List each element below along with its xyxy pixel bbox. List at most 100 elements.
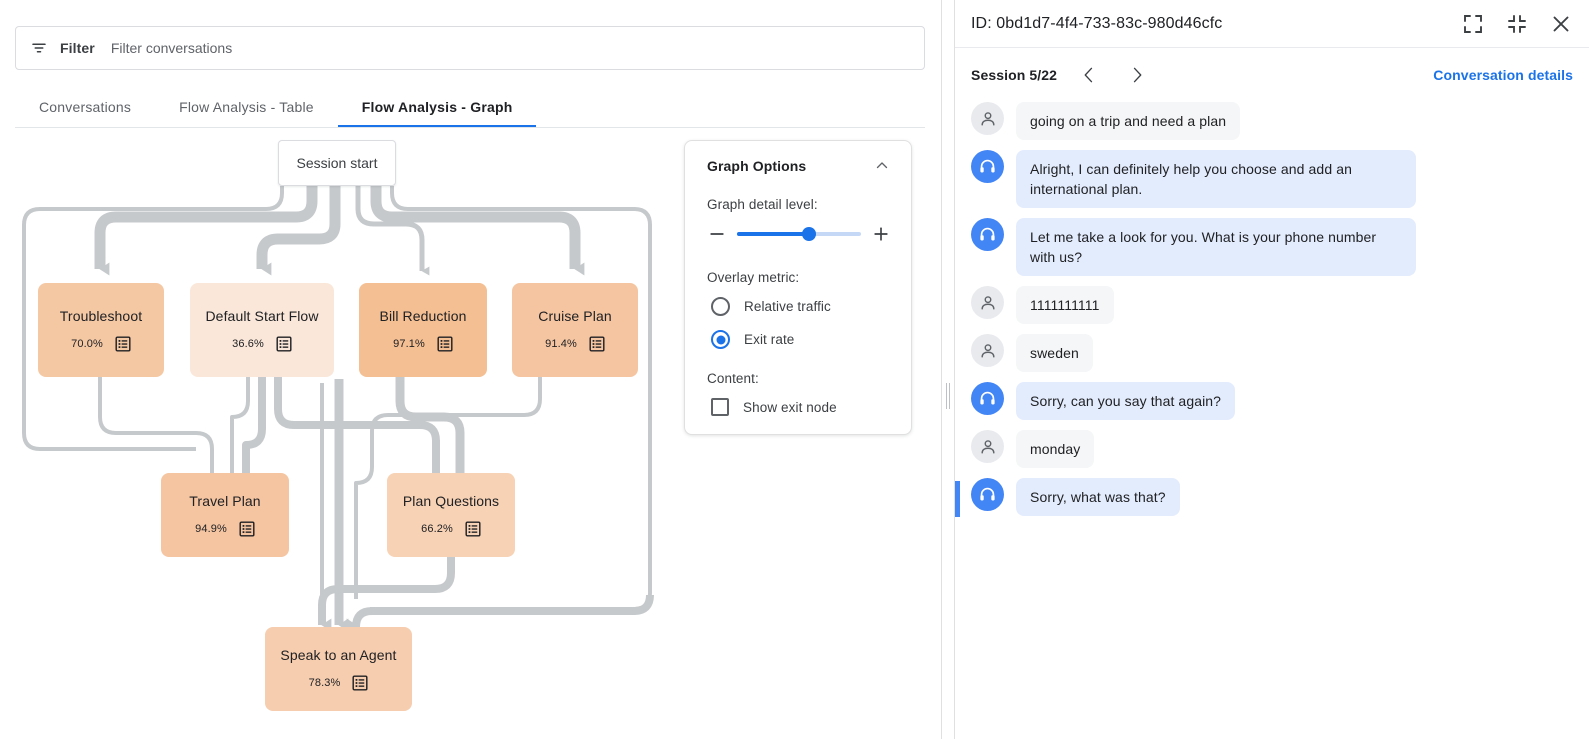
slider-fill [737,232,809,236]
panel-splitter[interactable] [941,0,955,739]
filter-conversations-input[interactable] [110,40,910,56]
list-view-icon[interactable] [239,520,255,537]
overlay-metric-label: Overlay metric: [707,270,800,285]
list-view-icon[interactable] [352,674,368,691]
headset-icon [980,227,995,241]
checkbox-show-exit-node[interactable]: Show exit node [707,398,891,416]
radio-exit-rate[interactable]: Exit rate [707,330,891,349]
current-turn-marker [955,481,960,517]
graph-detail-level-label: Graph detail level: [707,197,818,212]
graph-node-troubleshoot[interactable]: Troubleshoot 70.0% [38,283,164,377]
node-exit-rate: 70.0% [71,337,103,350]
user-avatar [971,102,1004,135]
message-item: 1111111111 [971,286,1573,324]
node-label: Default Start Flow [205,307,319,324]
filter-bar[interactable]: Filter [15,26,925,70]
checkbox-box[interactable] [711,398,729,416]
message-text: monday [1016,430,1095,468]
tab-bar: Conversations Flow Analysis - Table Flow… [15,88,925,128]
node-label: Cruise Plan [538,307,612,324]
message-text: going on a trip and need a plan [1016,102,1241,140]
checkbox-label: Show exit node [743,399,837,415]
expand-icon[interactable] [1461,12,1485,36]
radio-button[interactable] [711,330,730,349]
message-item: Alright, I can definitely help you choos… [971,150,1573,208]
person-icon [980,439,995,454]
plus-icon[interactable] [871,224,891,244]
flow-graph-edges [22,186,654,632]
chevron-left-icon[interactable] [1079,65,1099,85]
node-label: Speak to an Agent [280,646,397,663]
node-label: Troubleshoot [59,307,143,324]
list-view-icon[interactable] [276,335,292,352]
message-item: Let me take a look for you. What is your… [971,218,1573,276]
message-item: Sorry, can you say that again? [971,382,1573,420]
node-exit-rate: 66.2% [421,522,453,535]
node-exit-rate: 91.4% [545,337,577,350]
tab-bar-divider [15,127,925,128]
headset-icon [980,159,995,173]
person-icon [980,295,995,310]
user-avatar [971,430,1004,463]
slider-thumb[interactable] [801,227,816,241]
node-label: Bill Reduction [379,307,467,324]
list-view-icon[interactable] [465,520,481,537]
radio-relative-traffic[interactable]: Relative traffic [707,297,891,316]
close-icon[interactable] [1549,12,1573,36]
message-text: Sorry, can you say that again? [1016,382,1236,420]
graph-node-speak-to-an-agent[interactable]: Speak to an Agent 78.3% [265,627,412,711]
person-icon [980,111,995,126]
chevron-up-icon[interactable] [873,157,891,175]
tab-conversations[interactable]: Conversations [39,99,132,115]
node-meta: 36.6% [232,335,292,352]
filter-label: Filter [60,40,95,56]
list-view-icon[interactable] [115,335,131,352]
graph-node-travel-plan[interactable]: Travel Plan 94.9% [161,473,289,557]
graph-node-cruise-plan[interactable]: Cruise Plan 91.4% [512,283,638,377]
radio-button[interactable] [711,297,730,316]
list-view-icon[interactable] [437,335,453,352]
agent-avatar [971,478,1004,511]
graph-options-header[interactable]: Graph Options [707,157,891,175]
graph-node-default-start-flow[interactable]: Default Start Flow 36.6% [190,283,334,377]
headset-icon [980,391,995,405]
node-exit-rate: 94.9% [195,522,227,535]
node-meta: 97.1% [393,335,453,352]
filter-list-icon [32,43,46,53]
session-nav [1079,65,1147,85]
graph-detail-slider[interactable] [737,227,861,241]
user-avatar [971,334,1004,367]
minus-icon[interactable] [707,224,727,244]
session-start-node[interactable]: Session start [278,140,396,186]
headset-icon [980,487,995,501]
conversation-details-link[interactable]: Conversation details [1433,67,1573,83]
node-exit-rate: 97.1% [393,337,425,350]
collapse-icon[interactable] [1505,12,1529,36]
node-meta: 94.9% [195,520,255,537]
radio-label: Relative traffic [744,299,831,314]
agent-avatar [971,150,1004,183]
message-text: sweden [1016,334,1093,372]
graph-options-panel: Graph Options Graph detail level: [684,140,912,435]
message-list: going on a trip and need a plan Alright,… [955,102,1589,517]
list-view-icon[interactable] [589,335,605,352]
drag-handle-icon[interactable] [945,383,951,409]
graph-node-plan-questions[interactable]: Plan Questions 66.2% [387,473,515,557]
node-exit-rate: 36.6% [232,337,264,350]
message-item: sweden [971,334,1573,372]
graph-node-bill-reduction[interactable]: Bill Reduction 97.1% [359,283,487,377]
message-item: monday [971,430,1573,468]
person-icon [980,343,995,358]
node-meta: 66.2% [421,520,481,537]
conversation-id: ID: 0bd1d7-4f4-733-83c-980d46cfc [971,14,1223,32]
node-meta: 70.0% [71,335,131,352]
tab-flow-analysis-graph[interactable]: Flow Analysis - Graph [337,88,537,128]
conversation-header: ID: 0bd1d7-4f4-733-83c-980d46cfc [955,0,1589,48]
chevron-right-icon[interactable] [1127,65,1147,85]
node-meta: 78.3% [309,674,369,691]
tab-flow-analysis-table[interactable]: Flow Analysis - Table [179,99,314,115]
node-label: Plan Questions [402,492,500,509]
message-text: Sorry, what was that? [1016,478,1180,516]
message-text: Let me take a look for you. What is your… [1016,218,1416,276]
